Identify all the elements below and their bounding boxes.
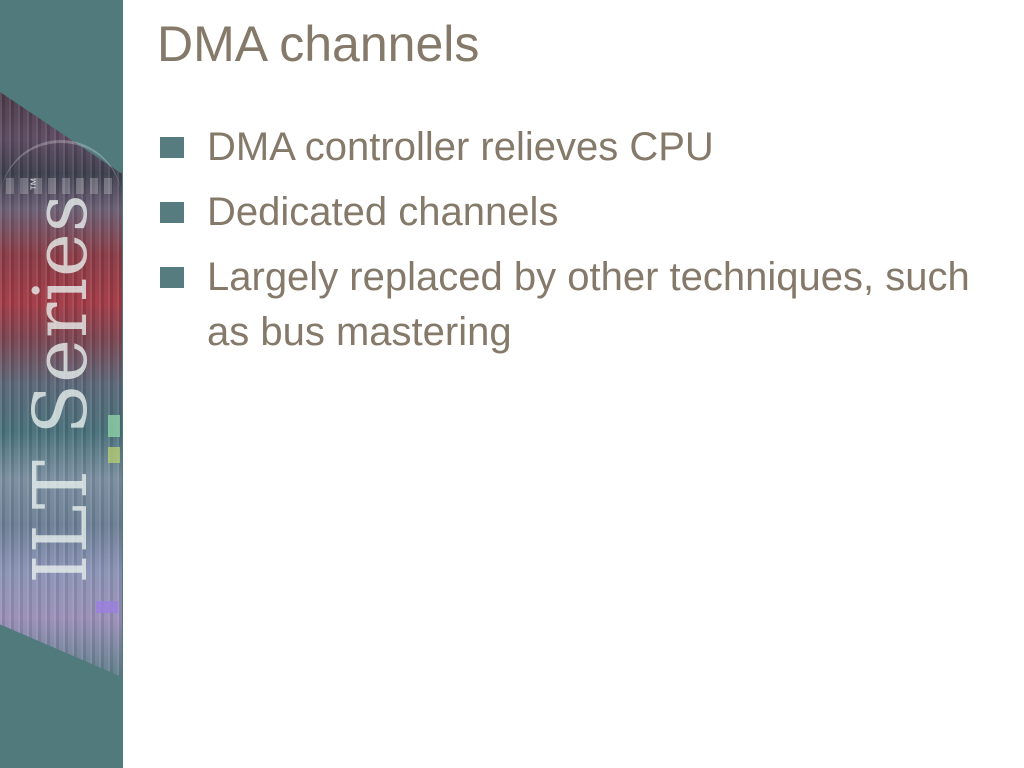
bullet-text: Largely replaced by other techniques, su… xyxy=(207,255,970,354)
bullet-text: DMA controller relieves CPU xyxy=(207,125,714,169)
brand-logo: ILT Series™ xyxy=(18,176,104,584)
sidebar-decoration-arc xyxy=(0,140,122,213)
sidebar-accent-violet xyxy=(96,601,118,613)
sidebar-decoration-chips xyxy=(6,178,116,194)
bullet-square-icon xyxy=(160,137,184,158)
sidebar-branding-panel: ILT Series™ xyxy=(0,0,123,768)
bullet-item: Largely replaced by other techniques, su… xyxy=(160,250,990,360)
bullet-item: DMA controller relieves CPU xyxy=(160,120,990,175)
bullet-square-icon xyxy=(160,202,184,223)
brand-logo-text: ILT Series xyxy=(18,193,104,584)
sidebar-accent-green-small xyxy=(108,447,120,463)
bullet-text: Dedicated channels xyxy=(207,190,559,234)
bullet-list: DMA controller relieves CPU Dedicated ch… xyxy=(160,120,990,370)
bullet-square-icon xyxy=(160,267,184,288)
bullet-item: Dedicated channels xyxy=(160,185,990,240)
trademark-mark: ™ xyxy=(27,176,43,192)
slide-title: DMA channels xyxy=(157,16,480,72)
sidebar-accent-green xyxy=(108,415,120,437)
